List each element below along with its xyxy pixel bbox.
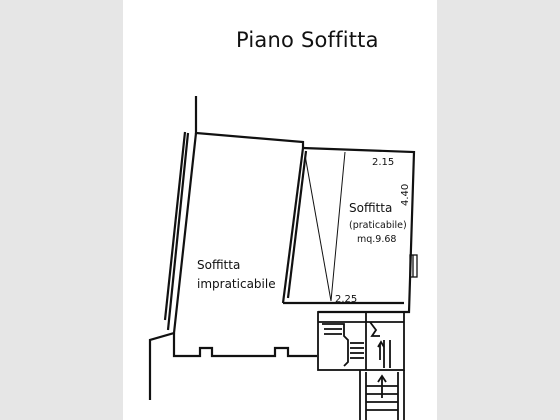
stair-block <box>317 311 405 371</box>
roof-lines <box>304 151 346 302</box>
room-name-praticabile: Soffitta <box>349 201 392 215</box>
window <box>409 254 418 278</box>
room-qualifier-impraticabile: impraticabile <box>197 277 276 291</box>
room-qualifier-praticabile: (praticabile) <box>349 220 407 231</box>
dimension-side-length: 4.40 <box>400 184 411 206</box>
room-area-praticabile: mq.9.68 <box>357 234 396 245</box>
dimension-top-width: 2.15 <box>372 157 394 168</box>
plan-title: Piano Soffitta <box>236 28 379 52</box>
stair-run <box>359 370 405 420</box>
wall-impraticabile <box>148 96 317 400</box>
room-name-impraticabile: Soffitta <box>197 258 240 272</box>
dimension-bottom-width: 2.25 <box>335 294 357 305</box>
